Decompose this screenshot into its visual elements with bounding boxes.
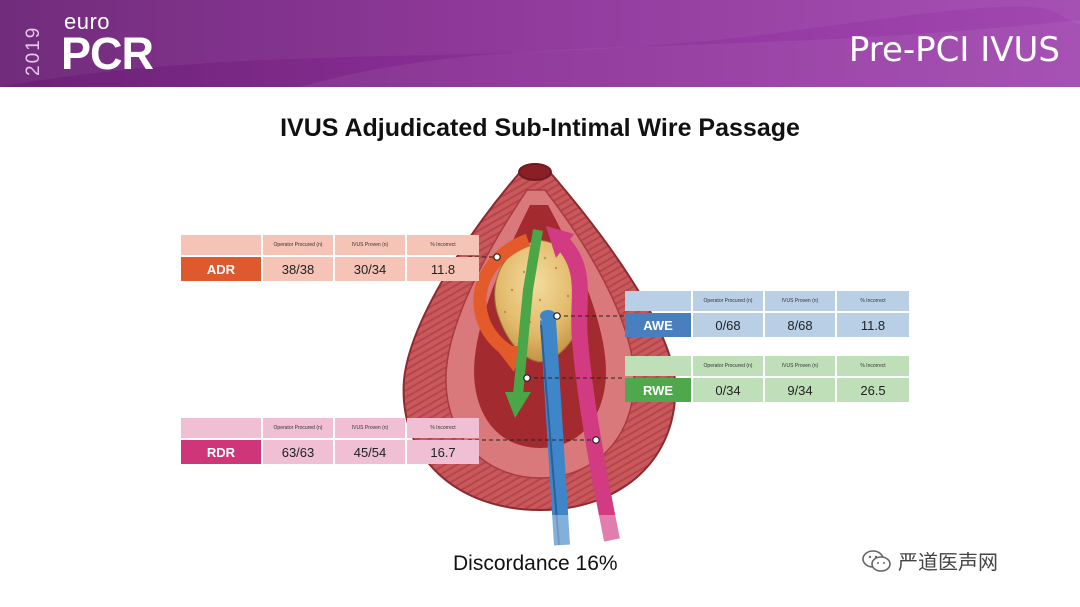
awe-header-ivus: IVUS Proven (n) [765, 291, 835, 311]
wechat-icon [862, 549, 891, 572]
logo-pcr: PCR [61, 28, 154, 79]
rdr-table: Operator Procured (n) IVUS Proven (n) % … [181, 418, 479, 464]
awe-header-incorrect: % Incorrect [837, 291, 909, 311]
svg-text:2019: 2019 [24, 26, 44, 76]
adr-header-ivus: IVUS Proven (n) [335, 235, 405, 255]
rwe-incorrect-value: 26.5 [837, 378, 909, 402]
awe-wire-tip [540, 310, 556, 322]
awe-incorrect-value: 11.8 [837, 313, 909, 337]
adr-header-operator: Operator Procured (n) [263, 235, 333, 255]
rwe-header-ivus: IVUS Proven (n) [765, 356, 835, 376]
rdr-header-operator: Operator Procured (n) [263, 418, 333, 438]
wire-fade [520, 515, 640, 555]
rwe-arrowhead [505, 392, 531, 418]
awe-ivus-value: 8/68 [765, 313, 835, 337]
leader-lines [468, 256, 625, 441]
awe-header-operator: Operator Procured (n) [693, 291, 763, 311]
header-wave-decoration [0, 0, 1080, 87]
rwe-table: Operator Procured (n) IVUS Proven (n) % … [625, 356, 909, 402]
vessel-top-ring [518, 163, 552, 181]
adr-arrowhead [494, 346, 522, 372]
header-banner: 2019 euro PCR Pre-PCI IVUS [0, 0, 1080, 87]
leader-dots [493, 253, 600, 444]
logo-euro: euro [64, 9, 111, 34]
watermark: 严道医声网 [862, 546, 998, 575]
awe-header-blank [625, 291, 691, 311]
adr-table: Operator Procured (n) IVUS Proven (n) % … [181, 235, 479, 281]
rdr-incorrect-value: 16.7 [407, 440, 479, 464]
awe-operator-value: 0/68 [693, 313, 763, 337]
diagram-title: IVUS Adjudicated Sub-Intimal Wire Passag… [280, 114, 800, 142]
rwe-header-blank [625, 356, 691, 376]
year-text: 2019 [24, 26, 44, 76]
rwe-label: RWE [625, 378, 691, 402]
awe-wire-shaft [540, 324, 560, 546]
rwe-header-operator: Operator Procured (n) [693, 356, 763, 376]
rwe-operator-value: 0/34 [693, 378, 763, 402]
awe-table: Operator Procured (n) IVUS Proven (n) % … [625, 291, 909, 337]
discordance-caption: Discordance 16% [453, 552, 618, 575]
slide-title: Pre-PCI IVUS [848, 30, 1060, 70]
awe-wire [540, 319, 570, 546]
adr-operator-value: 38/38 [263, 257, 333, 281]
adr-incorrect-value: 11.8 [407, 257, 479, 281]
rdr-arrowhead [546, 226, 574, 258]
rdr-header-blank [181, 418, 261, 438]
rdr-ivus-value: 45/54 [335, 440, 405, 464]
adr-label: ADR [181, 257, 261, 281]
watermark-text: 严道医声网 [898, 550, 998, 574]
rwe-wire-arrow [513, 229, 543, 396]
rdr-operator-value: 63/63 [263, 440, 333, 464]
rdr-header-incorrect: % Incorrect [407, 418, 479, 438]
rdr-wire [554, 234, 620, 542]
rdr-label: RDR [181, 440, 261, 464]
adr-ivus-value: 30/34 [335, 257, 405, 281]
rdr-header-ivus: IVUS Proven (n) [335, 418, 405, 438]
rwe-header-incorrect: % Incorrect [837, 356, 909, 376]
adr-header-incorrect: % Incorrect [407, 235, 479, 255]
awe-label: AWE [625, 313, 691, 337]
rwe-ivus-value: 9/34 [765, 378, 835, 402]
adr-header-blank [181, 235, 261, 255]
adr-wire-arrow [473, 233, 531, 358]
